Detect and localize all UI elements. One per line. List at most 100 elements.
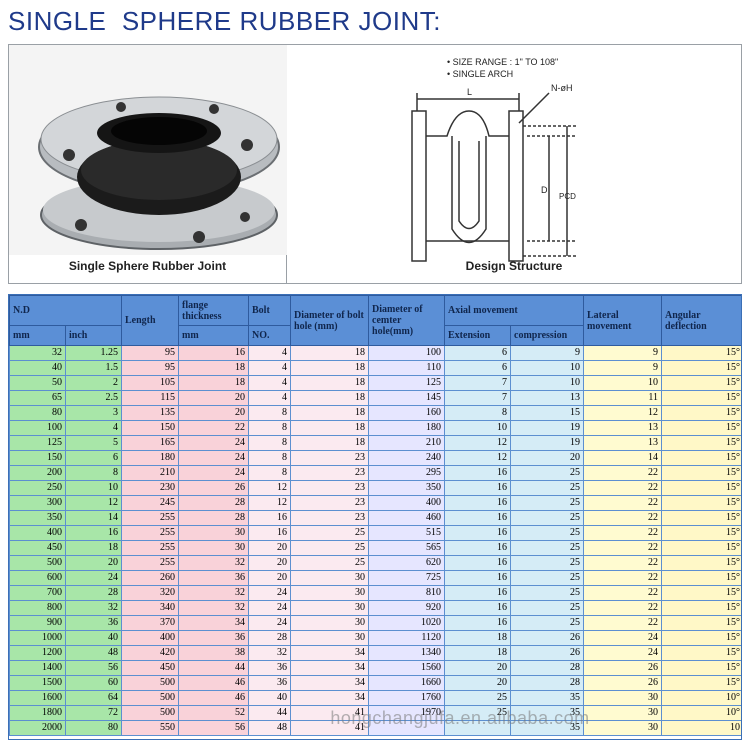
table-cell: 620 [368, 555, 446, 571]
table-cell: 295 [368, 465, 446, 481]
table-cell: 23 [290, 465, 370, 481]
table-cell: 48 [64, 645, 123, 661]
table-cell: 10 [64, 480, 123, 496]
table-cell: 420 [121, 645, 180, 661]
table-cell: 25 [510, 495, 585, 511]
table-cell: 80 [64, 720, 123, 736]
table-cell: 15° [661, 480, 741, 496]
table-cell: 15° [661, 555, 741, 571]
table-cell: 10 [583, 375, 663, 391]
header-bolt: Bolt [248, 295, 292, 326]
table-cell: 30 [583, 690, 663, 706]
length-label: L [467, 87, 472, 97]
table-cell: 110 [368, 360, 446, 376]
table-cell: 1560 [368, 660, 446, 676]
table-cell: 920 [368, 600, 446, 616]
table-cell: 15° [661, 630, 741, 646]
table-cell: 12 [64, 495, 123, 511]
table-cell: 100 [368, 345, 446, 361]
table-cell: 255 [121, 525, 180, 541]
table-cell: 15° [661, 660, 741, 676]
table-cell: 15° [661, 585, 741, 601]
table-cell: 16 [444, 495, 512, 511]
table-cell: 8 [248, 450, 292, 466]
table-cell: 12 [444, 450, 512, 466]
table-cell: 24 [178, 435, 250, 451]
table-cell: 24 [64, 570, 123, 586]
table-cell: 550 [121, 720, 180, 736]
table-cell: 245 [121, 495, 180, 511]
table-cell: 255 [121, 510, 180, 526]
table-cell: 30 [290, 570, 370, 586]
table-cell: 26 [583, 675, 663, 691]
table-cell: 16 [444, 600, 512, 616]
table-cell: 240 [368, 450, 446, 466]
table-cell: 30 [290, 600, 370, 616]
table-cell: 1.5 [64, 360, 123, 376]
product-photo: Single Sphere Rubber Joint [9, 45, 287, 283]
table-cell: 20 [64, 555, 123, 571]
table-cell: 16 [248, 510, 292, 526]
table-cell: 4 [248, 375, 292, 391]
table-cell: 28 [64, 585, 123, 601]
table-cell: 1340 [368, 645, 446, 661]
table-cell: 22 [583, 570, 663, 586]
design-structure-diagram: • SIZE RANGE : 1" TO 108" • SINGLE ARCH [287, 45, 741, 283]
table-cell: 56 [178, 720, 250, 736]
table-cell: 25 [510, 570, 585, 586]
table-cell: 34 [290, 675, 370, 691]
table-cell: 95 [121, 360, 180, 376]
table-cell: 20 [444, 660, 512, 676]
table-cell: 12 [444, 435, 512, 451]
page-title: SINGLE SPHERE RUBBER JOINT: [8, 6, 441, 36]
table-cell: 15° [661, 345, 741, 361]
table-cell: 25 [510, 525, 585, 541]
table-cell: 26 [583, 660, 663, 676]
table-cell: 15° [661, 525, 741, 541]
table-cell: 22 [583, 585, 663, 601]
table-cell: 30 [583, 720, 663, 736]
table-cell: 4 [248, 345, 292, 361]
table-cell: 210 [368, 435, 446, 451]
spec-table-container: N.D Length flange thickness Bolt Diamete… [8, 294, 742, 740]
header-mm: mm [9, 325, 66, 346]
table-cell: 25 [444, 690, 512, 706]
rubber-joint-photo [9, 45, 287, 255]
table-cell: 36 [248, 675, 292, 691]
table-cell: 16 [444, 465, 512, 481]
table-cell: 16 [444, 615, 512, 631]
size-range-note: • SIZE RANGE : 1" TO 108" [447, 57, 559, 67]
table-cell: 20 [248, 555, 292, 571]
header-bolt-no: NO. [248, 325, 292, 346]
table-cell: 50 [9, 375, 66, 391]
table-cell: 16 [248, 525, 292, 541]
table-cell: 25 [510, 465, 585, 481]
product-images-panel: Single Sphere Rubber Joint • SIZE RANGE … [8, 44, 742, 284]
table-cell: 18 [290, 435, 370, 451]
table-cell: 18 [290, 375, 370, 391]
table-cell: 32 [248, 645, 292, 661]
table-cell: 65 [9, 390, 66, 406]
table-cell: 1800 [9, 705, 66, 721]
table-cell: 1600 [9, 690, 66, 706]
header-axial-movement: Axial movement [444, 295, 585, 326]
table-cell: 500 [121, 675, 180, 691]
table-cell: 2 [64, 375, 123, 391]
table-cell: 18 [290, 360, 370, 376]
table-cell: 135 [121, 405, 180, 421]
table-cell: 32 [178, 555, 250, 571]
table-cell [444, 720, 512, 736]
table-cell: 800 [9, 600, 66, 616]
table-cell: 15° [661, 570, 741, 586]
table-cell: 35 [510, 690, 585, 706]
table-cell: 6 [444, 360, 512, 376]
table-cell: 32 [178, 600, 250, 616]
table-cell: 14 [583, 450, 663, 466]
table-cell: 24 [583, 630, 663, 646]
